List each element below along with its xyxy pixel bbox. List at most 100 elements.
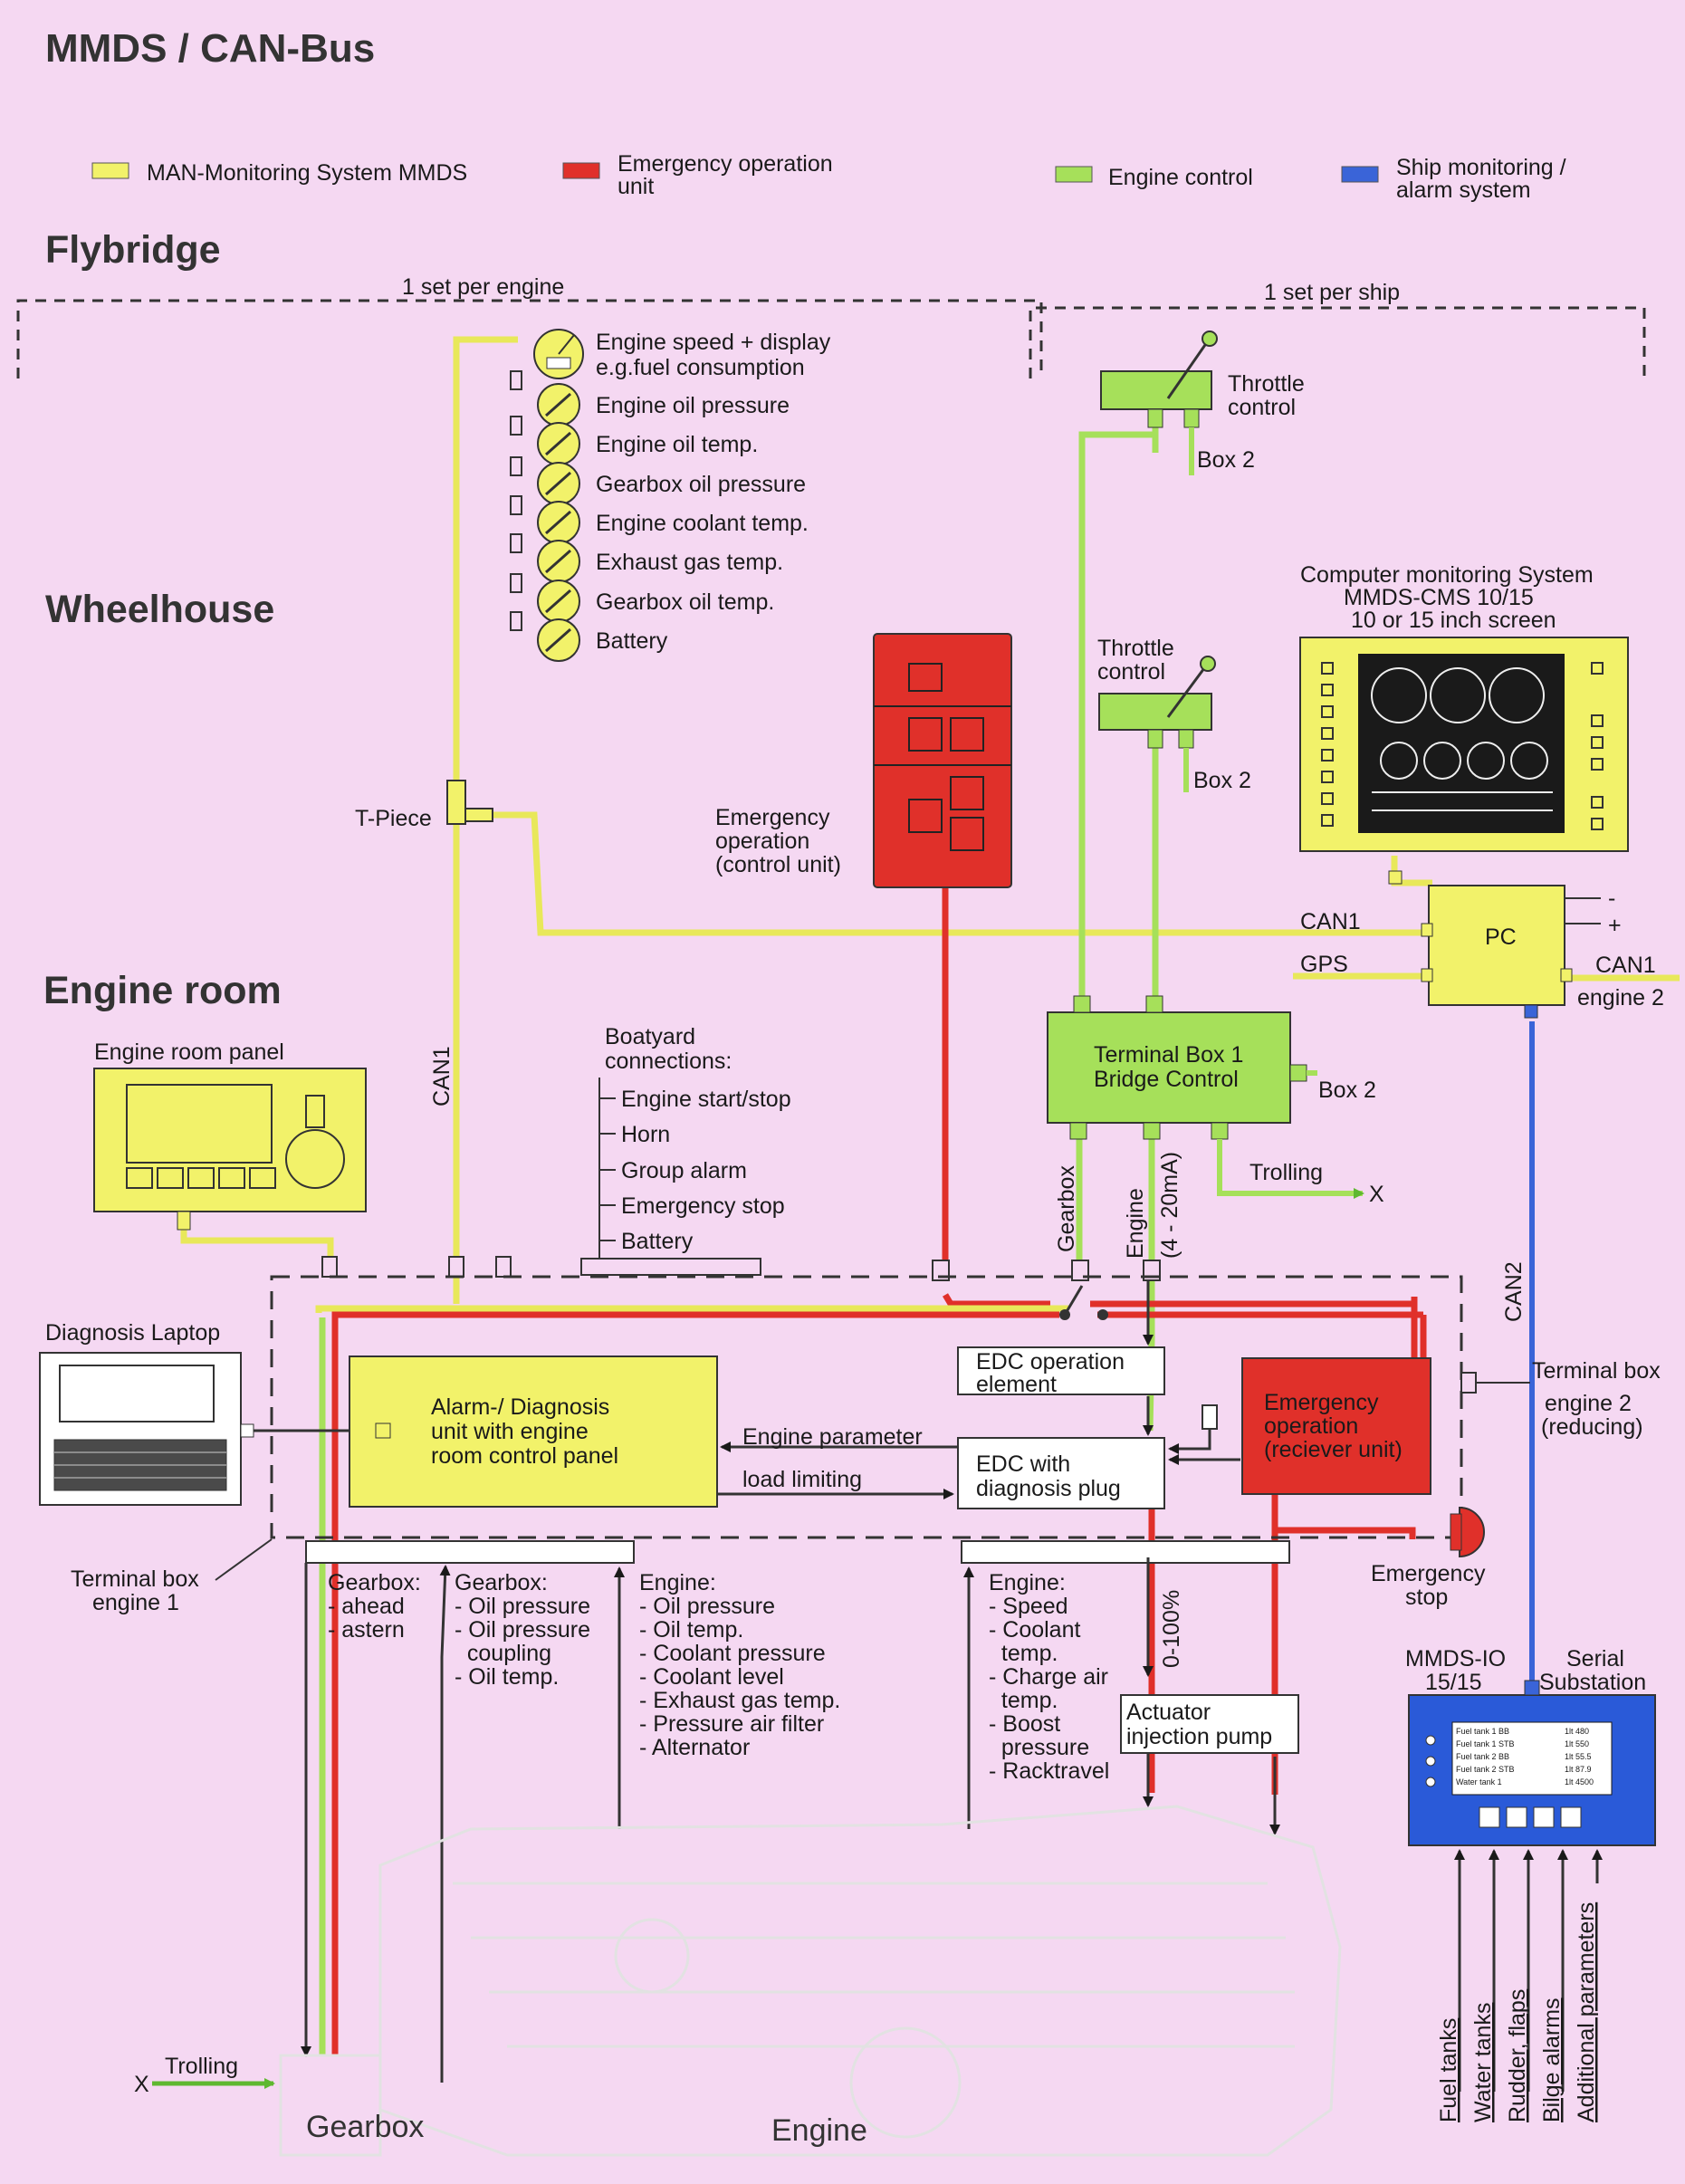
terminal-box-engine-2: Terminal box engine 2 (reducing) CAN2 [1460,1261,1661,1440]
alarm-unit-label-2: unit with engine [431,1419,589,1444]
io-input-3: Bilge alarms [1539,1997,1565,2122]
terminal-box-1-label-1: Terminal Box 1 [1094,1042,1243,1068]
set-brackets [16,299,1646,378]
gauge-column: Engine speed + display e.g.fuel consumpt… [510,329,831,662]
boatyard-item-1: Horn [621,1122,670,1147]
trolling-label: Trolling [1249,1160,1323,1185]
pc-minus: - [1608,886,1615,911]
diagnosis-laptop: Diagnosis Laptop [39,1320,391,1506]
terminal-box-engine2-label-2: engine 2 [1545,1391,1632,1416]
legend-label-emergency-2: unit [618,174,654,199]
bottom-gearbox-label: Gearbox [306,2110,424,2144]
actuator-injection-pump: Actuator injection pump [1120,1694,1299,1835]
engine-vertical-label-1: Engine [1123,1188,1148,1259]
terminal-strip-1 [305,1540,635,1564]
gearbox-out-2: - astern [328,1617,405,1643]
edc-diagnosis-plug: EDC with diagnosis plug Engine parameter… [717,1404,1240,1509]
io-input-1: Water tanks [1470,2003,1496,2122]
pc-label: PC [1485,924,1517,950]
terminal-box-1-label-2: Bridge Control [1094,1067,1239,1092]
actuator-label-1: Actuator [1126,1700,1211,1725]
throttle2-box2-label: Box 2 [1193,768,1251,793]
cms-label-3: 10 or 15 inch screen [1351,608,1556,633]
engine-in-3: - Coolant pressure [639,1641,826,1666]
diagnosis-laptop-label: Diagnosis Laptop [45,1320,220,1346]
legend-label-engine-control: Engine control [1108,165,1253,190]
serial-label-2: Substation [1539,1670,1646,1695]
bottom-engine-label: Engine [771,2113,867,2148]
set-per-engine-label: 1 set per engine [402,274,564,300]
engine-in2-5: temp. [989,1688,1058,1713]
terminal-strip-2 [961,1540,1290,1564]
gauge-label-0: Engine speed + display [596,330,831,355]
io-val-2: 1lt 55.5 [1565,1752,1592,1761]
boatyard-title-1: Boatyard [605,1024,695,1049]
io-row-3: Fuel tank 2 STB [1456,1765,1515,1774]
engine-parameter-label: Engine parameter [742,1424,923,1450]
alarm-unit-label-3: room control panel [431,1443,618,1469]
io-row-0: Fuel tank 1 BB [1456,1727,1509,1736]
terminal-box-1-box2: Box 2 [1318,1078,1376,1103]
engine-room-dashed-box [270,1275,1463,1539]
pc-can1-engine2-2: engine 2 [1577,985,1664,1011]
actuator-label-2: injection pump [1126,1724,1272,1749]
legend: MAN-Monitoring System MMDS Emergency ope… [91,151,1566,203]
legend-label-ship-monitoring: Ship monitoring / [1396,155,1566,180]
engine-in-0: Engine: [639,1570,716,1595]
emergency-receiver-label-1: Emergency [1264,1390,1379,1415]
engine-vertical-label-2: (4 - 20mA) [1157,1152,1182,1259]
throttle-label-2: control [1228,395,1296,420]
legend-swatch-mmds [91,162,129,179]
throttle-control-flybridge: Throttle control Box 2 [1100,330,1305,475]
boatyard-item-0: Engine start/stop [621,1087,791,1112]
set-per-ship-label: 1 set per ship [1264,280,1400,305]
pc-plus: + [1608,913,1622,938]
mmds-io-label-1: MMDS-IO [1405,1646,1506,1672]
gearbox-out-1: - ahead [328,1594,405,1619]
terminal-box-engine2-label-3: (reducing) [1541,1414,1643,1440]
io-row-1: Fuel tank 1 STB [1456,1739,1515,1748]
pc-can1-label: CAN1 [1300,909,1361,934]
engine-in2-8: - Racktravel [989,1758,1109,1784]
cms-monitor: Computer monitoring System MMDS-CMS 10/1… [1299,562,1629,852]
section-wheelhouse: Wheelhouse [45,588,274,631]
edc-element-label-1: EDC operation [976,1349,1125,1375]
engine-in2-1: - Speed [989,1594,1068,1619]
engine-in2-4: - Charge air [989,1664,1108,1690]
gearbox-in-4: - Oil temp. [455,1664,559,1690]
emergency-control-unit: Emergency operation (control unit) [715,633,1012,888]
engine-in2-0: Engine: [989,1570,1066,1595]
bottom-x-label: X [134,2072,149,2097]
t-piece: T-Piece CAN1 [355,780,493,1106]
engine-in2-2: - Coolant [989,1617,1080,1643]
engine-control-wires [319,417,1159,2055]
emergency-receiver-unit: Emergency operation (reciever unit) [1241,1357,1431,1495]
engine-room-panel: Engine room panel [93,1039,367,1231]
pc-gps-label: GPS [1300,952,1348,977]
gauge-label-5: Engine coolant temp. [596,511,809,536]
legend-label-mmds: MAN-Monitoring System MMDS [147,160,467,186]
io-inputs: Fuel tanks Water tanks Rudder, flaps Bil… [1436,1849,1603,2122]
gearbox-out-0: Gearbox: [328,1570,421,1595]
io-val-1: 1lt 550 [1565,1739,1589,1748]
alarm-diagnosis-unit: Alarm-/ Diagnosis unit with engine room … [349,1355,718,1508]
mmds-io-label-2: 15/15 [1425,1670,1482,1695]
emergency-stop-label-2: stop [1405,1585,1448,1610]
legend-label-emergency: Emergency operation [618,151,833,177]
can1-vertical-label: CAN1 [429,1046,455,1106]
cms-label-1: Computer monitoring System [1300,562,1594,588]
emergency-control-label-3: (control unit) [715,852,841,877]
boatyard-title-2: connections: [605,1049,732,1074]
terminal-box-1: Terminal Box 1 Bridge Control Box 2 Trol… [1047,995,1384,1259]
bottom-trolling-label: Trolling [165,2054,238,2079]
io-val-3: 1lt 87.9 [1565,1765,1592,1774]
emergency-control-label-2: operation [715,829,809,854]
legend-swatch-ship-monitoring [1341,166,1379,183]
legend-swatch-emergency [562,162,600,179]
engine-in2-3: temp. [989,1641,1058,1666]
legend-swatch-engine-control [1055,166,1093,183]
serial-label-1: Serial [1566,1646,1624,1672]
io-row-2: Fuel tank 2 BB [1456,1752,1509,1761]
mmds-io-substation: MMDS-IO 15/15 Serial Substation Fuel tan… [1405,1646,1656,1846]
